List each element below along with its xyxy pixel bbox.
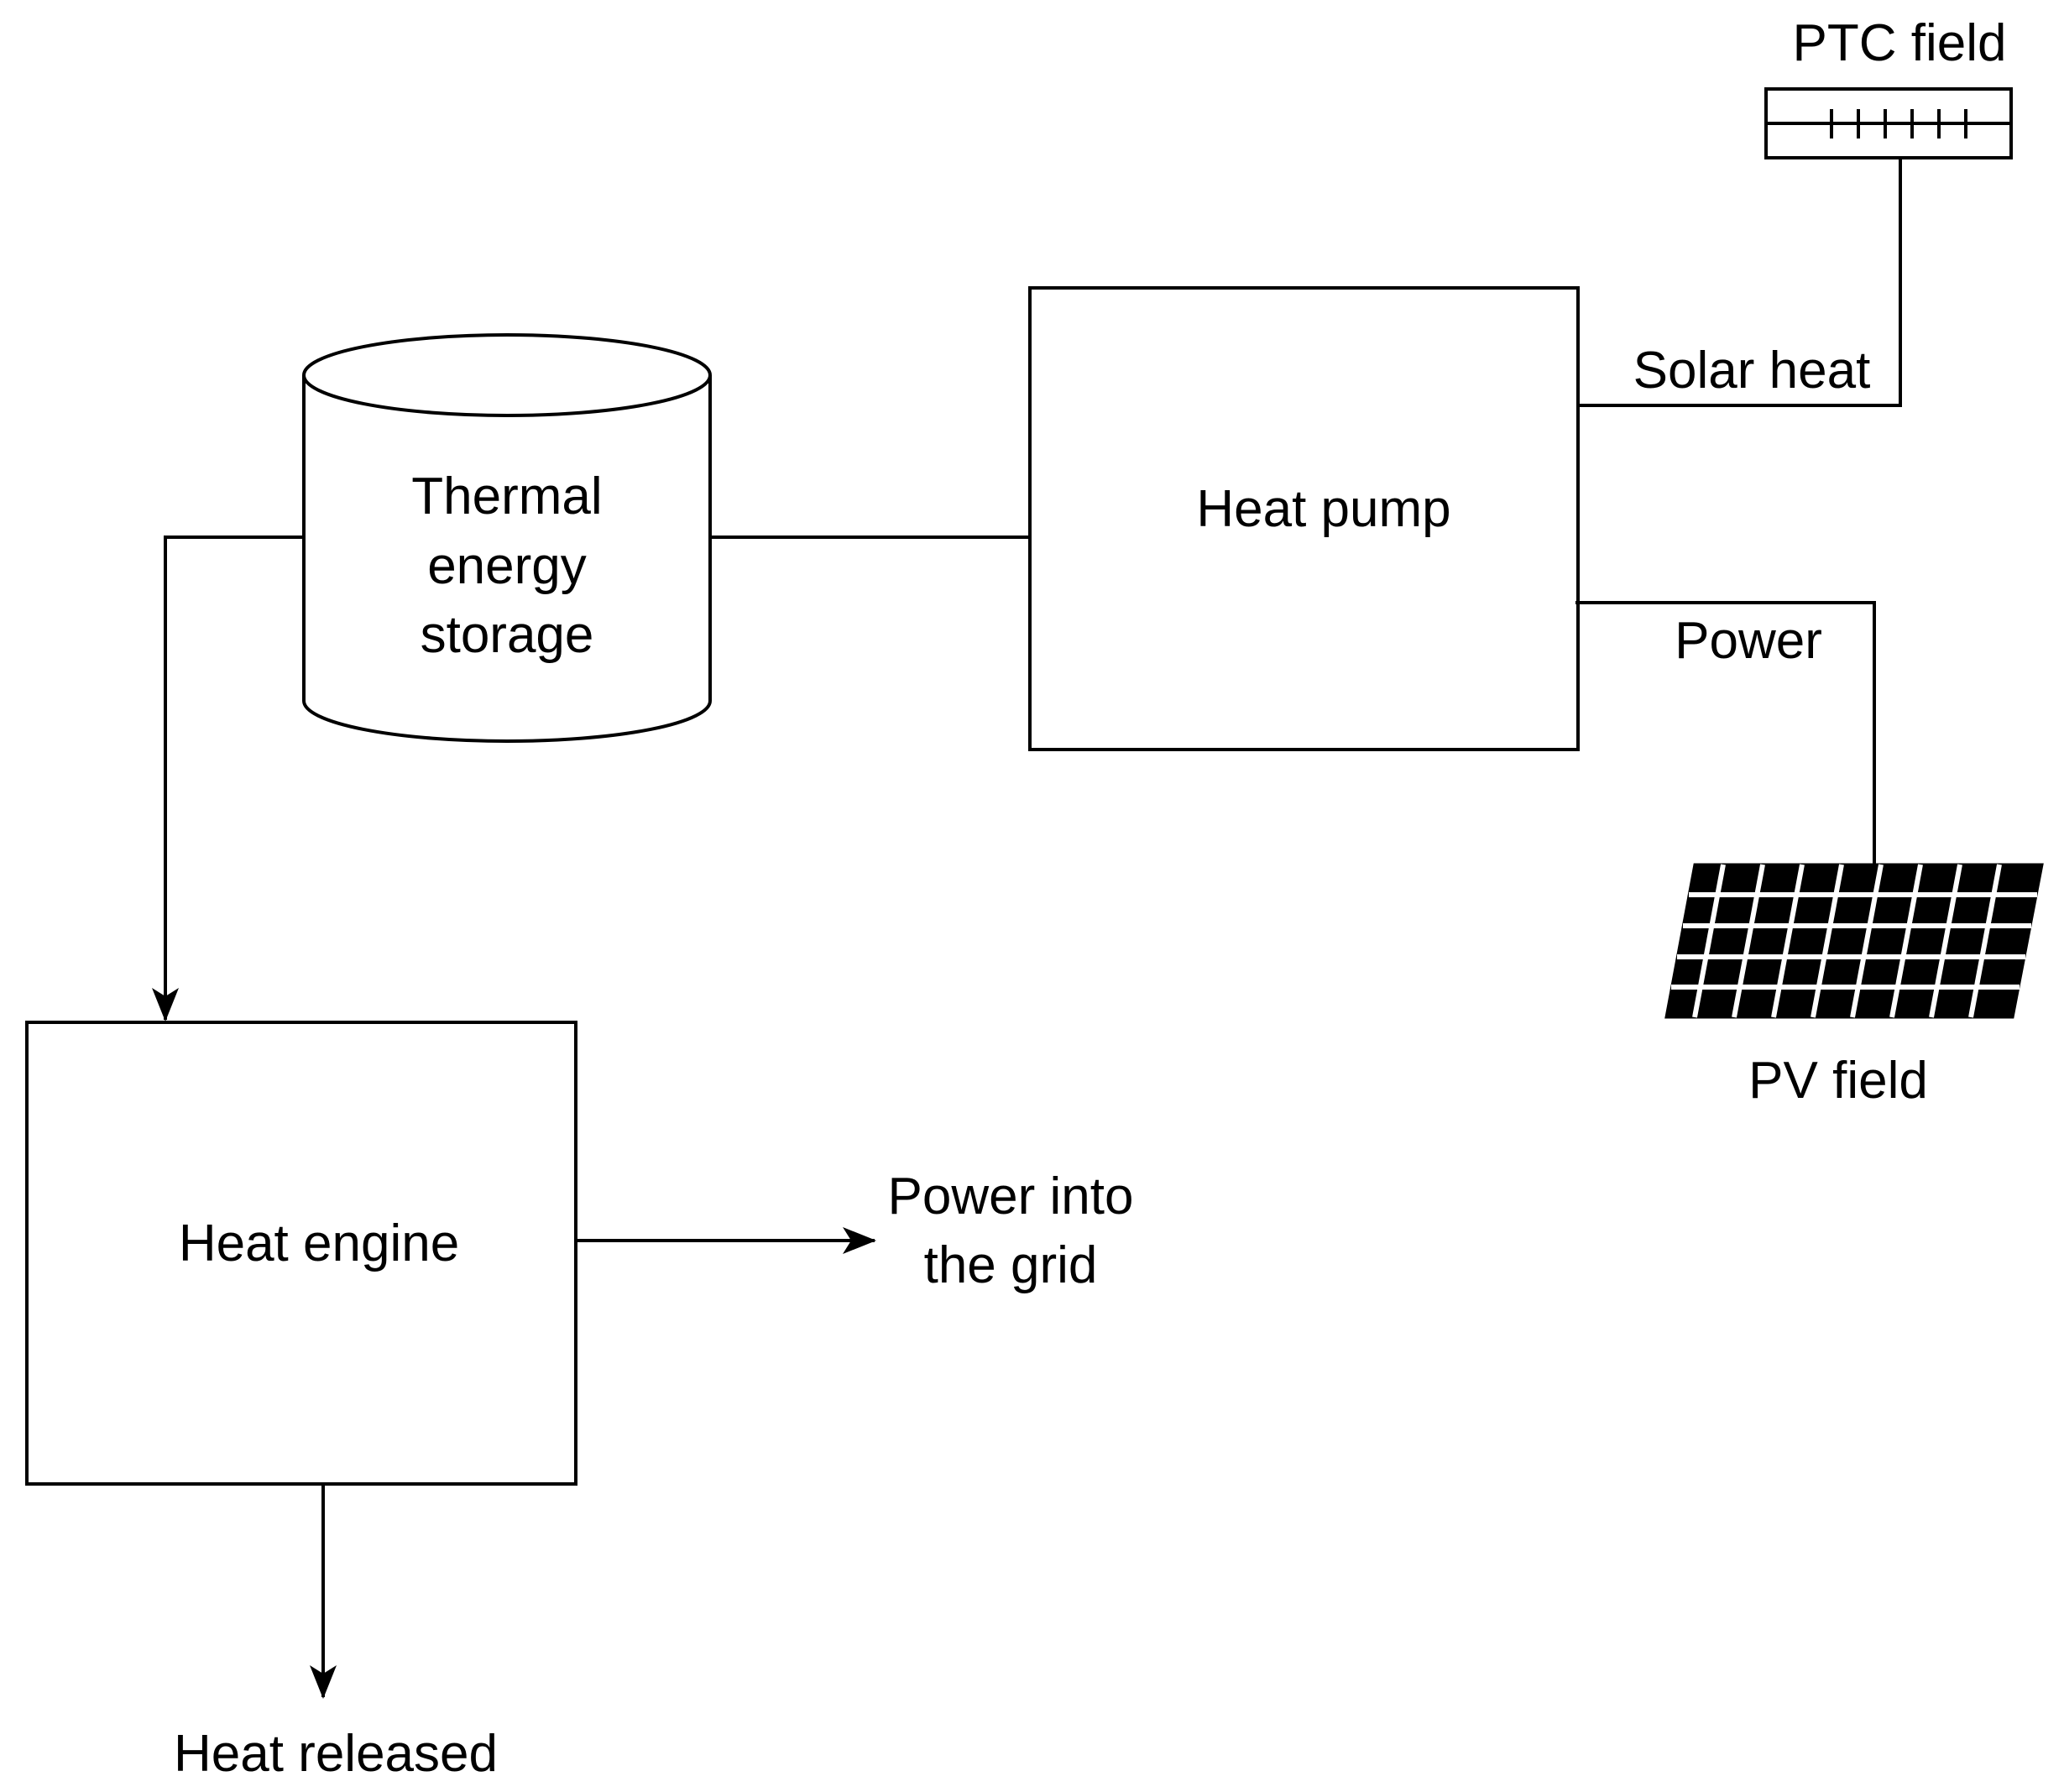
heat-pump-box [1028,286,1580,751]
ptc-field-label: PTC field [1793,14,2007,72]
pv-field: PV field [1664,863,2044,1110]
storage-tank-icon [302,333,712,743]
storage-label-line3: storage [421,606,594,664]
storage-to-engine-arrow [152,536,304,1021]
power-line [1575,601,1876,865]
storage-label-line2: energy [427,537,587,595]
ptc-collector-icon [1764,87,2013,159]
pv-panel-icon [1664,863,2044,1019]
ptc-field: PTC field [1764,14,2013,159]
grid-label-line1: Power into [888,1168,1134,1225]
heat-engine-box [25,1021,577,1486]
heat-released-label: Heat released [174,1725,498,1783]
storage-label-line1: Thermal [411,468,602,525]
power-label: Power [1675,612,1822,670]
heat-pump-label: Heat pump [1196,480,1450,538]
solar-heat-line [1575,158,1902,407]
heat-engine: Heat engine [25,1021,577,1486]
grid-label-line2: the grid [924,1236,1098,1294]
solar-heat-label: Solar heat [1633,342,1871,400]
heat-engine-label: Heat engine [179,1215,459,1272]
pv-field-label: PV field [1748,1052,1928,1110]
heat-pump: Heat pump [1028,286,1580,751]
thermal-energy-storage: Thermal energy storage [302,333,712,743]
